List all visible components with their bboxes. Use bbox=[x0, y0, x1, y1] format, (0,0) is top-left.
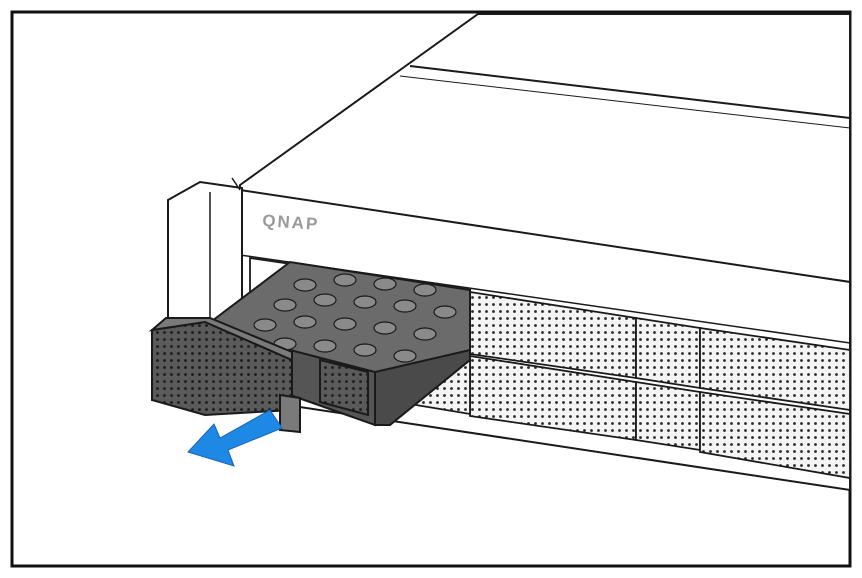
drive-bay-1-latch bbox=[635, 316, 701, 390]
chassis-top-seam bbox=[409, 65, 851, 119]
pull-direction-arrow-icon bbox=[187, 409, 283, 467]
drive-bay-4 bbox=[699, 390, 851, 480]
brand-logo: QNAP bbox=[262, 211, 320, 234]
drive-tray-handle-tab bbox=[279, 393, 301, 434]
drive-tray-handle-top bbox=[148, 317, 293, 362]
drive-bay-2 bbox=[699, 326, 851, 412]
drive-tray bbox=[148, 260, 471, 434]
drive-tray-latch-vent bbox=[319, 358, 369, 417]
drive-bay-3-latch bbox=[635, 380, 701, 452]
drive-tray-side-rail bbox=[374, 348, 471, 426]
